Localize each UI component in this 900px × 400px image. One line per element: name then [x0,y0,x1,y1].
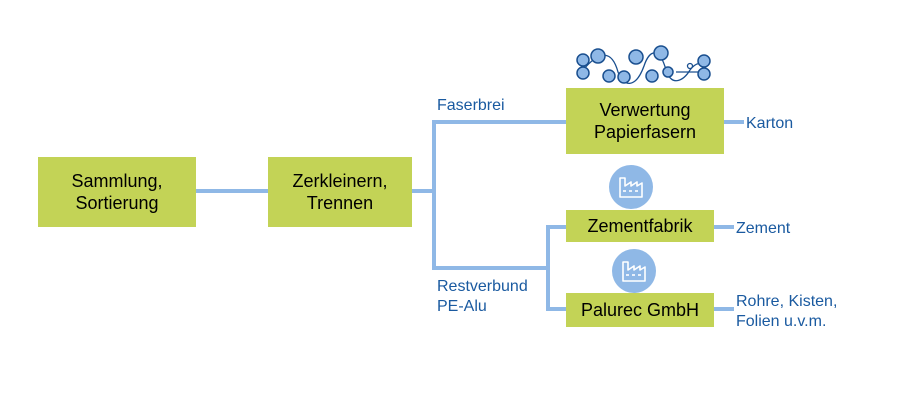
node-palurec: Palurec GmbH [566,293,714,327]
output-products: Rohre, Kisten, Folien u.v.m. [736,293,838,330]
node-fiber-recovery: Verwertung Papierfasern [566,88,724,154]
paper-machine-rollers-icon [576,45,711,84]
factory-icon [609,165,653,209]
label-pulp: Faserbrei [437,97,505,114]
node-cement-plant: Zementfabrik [566,210,714,242]
output-cement: Zement [736,220,791,237]
output-cardboard: Karton [746,115,794,132]
label-residue: Restverbund PE-Alu [437,278,528,315]
node-shredding: Zerkleinern, Trennen [268,157,412,227]
factory-glyph [619,177,643,198]
factory-glyph [622,261,646,282]
factory-icon [612,249,656,293]
node-collection: Sammlung, Sortierung [38,157,196,227]
